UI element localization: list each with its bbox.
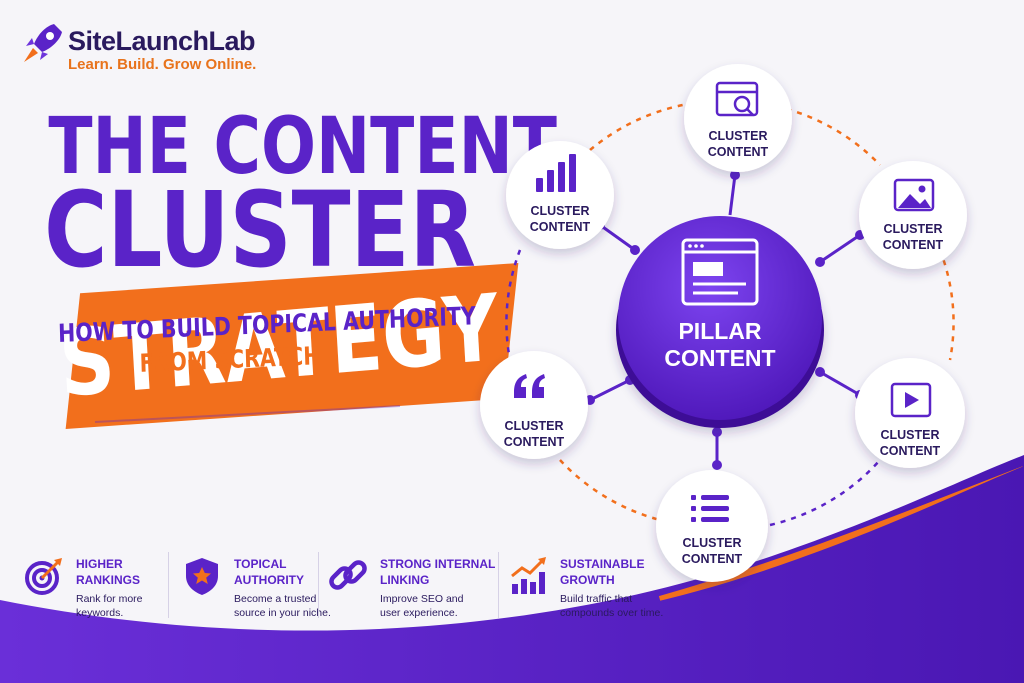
brand-name: SiteLaunchLab [68,26,256,56]
cluster-label-top: CLUSTER CONTENT [683,128,793,160]
connector-left [589,378,631,402]
cluster-label-line: CONTENT [503,435,565,449]
feature-description: Become a trusted source in your niche. [234,592,384,620]
feature-topical-authority: TOPICAL AUTHORITY Become a trusted sourc… [182,550,332,630]
cluster-label-top-left: CLUSTER CONTENT [505,203,615,235]
headline-line-2: CLUSTER [44,169,476,291]
cluster-label-right: CLUSTER CONTENT [855,427,965,459]
cluster-label-line: CLUSTER [504,419,564,433]
feature-title: SUSTAINABLE GROWTH [560,556,710,588]
feature-title-line: AUTHORITY [234,573,304,587]
cluster-label-line: CLUSTER [530,204,590,218]
feature-title-line: STRONG INTERNAL [380,557,496,571]
cluster-label-line: CLUSTER [883,222,943,236]
cluster-circle-bottom [656,470,768,582]
cluster-label-bottom: CLUSTER CONTENT [657,535,767,567]
feature-desc-line: Improve SEO and [380,593,464,605]
feature-title: TOPICAL AUTHORITY [234,556,384,588]
connector-dot [712,460,722,470]
brand-tagline: Learn. Build. Grow Online. [68,56,257,73]
connector-top-right [819,233,861,264]
feature-title-line: LINKING [380,573,430,587]
feature-title: HIGHER RANKINGS [76,556,226,588]
feature-desc-line: source in your niche. [234,607,331,619]
cluster-label-line: CONTENT [681,552,743,566]
feature-desc-line: Become a trusted [234,593,317,605]
connector-dot [630,245,640,255]
feature-desc-line: user experience. [380,607,458,619]
feature-description: Build traffic that compounds over time. [560,592,710,620]
feature-desc-line: Build traffic that [560,593,633,605]
pillar-label-line-2: CONTENT [664,345,776,371]
cluster-label-line: CLUSTER [708,129,768,143]
orbit-arc-bottom-left [559,459,661,522]
webpage-layout-icon [681,238,759,306]
connector-dot [712,427,722,437]
pillar-label: PILLAR CONTENT [640,318,800,372]
list-icon [691,495,729,522]
feature-title: STRONG INTERNAL LINKING [380,556,530,588]
feature-title-line: TOPICAL [234,557,287,571]
orbit-arc-left [505,249,522,361]
feature-strong-internal-linking: STRONG INTERNAL LINKING Improve SEO and … [328,550,498,630]
feature-divider [168,552,169,618]
cluster-label-line: CONTENT [529,220,591,234]
target-arrow-icon [25,558,62,595]
connector-top-left [599,223,636,252]
feature-desc-line: compounds over time. [560,607,664,619]
cluster-circle-top-right [859,161,967,269]
cluster-circle-right [855,358,965,468]
feature-description: Rank for more keywords. [76,592,226,620]
connector-dot [730,170,740,180]
feature-title-line: HIGHER [76,557,123,571]
connector-top [728,174,737,216]
image-icon [893,178,935,212]
browser-search-icon [715,81,759,117]
cluster-circle-top [684,64,792,172]
feature-divider [498,552,499,618]
pillar-circle [618,216,822,420]
orbit-arc-top [589,99,881,166]
feature-description: Improve SEO and user experience. [380,592,530,620]
feature-divider [318,552,319,618]
feature-title-line: RANKINGS [76,573,141,587]
feature-sustainable-growth: SUSTAINABLE GROWTH Build traffic that co… [508,550,678,630]
cluster-label-top-right: CLUSTER CONTENT [858,221,968,253]
cluster-label-left: CLUSTER CONTENT [479,418,589,450]
bar-chart-icon [536,154,576,192]
cluster-circle-left [480,351,588,459]
orbit-arc-bottom-right [769,459,881,527]
video-play-icon [890,382,932,418]
feature-title-line: SUSTAINABLE [560,557,645,571]
connector-dot [815,367,825,377]
feature-desc-line: keywords. [76,607,124,619]
orbit-arc-right [938,249,955,361]
cluster-label-line: CONTENT [879,444,941,458]
cluster-circle-top-left [506,141,614,249]
quote-icon [514,374,545,398]
cluster-label-line: CLUSTER [682,536,742,550]
feature-higher-rankings: HIGHER RANKINGS Rank for more keywords. [24,550,174,630]
connector-dot [815,257,825,267]
growth-chart-icon [511,557,546,594]
cluster-label-line: CONTENT [707,145,769,159]
cluster-label-line: CONTENT [882,238,944,252]
feature-title-line: GROWTH [560,573,615,587]
cluster-label-line: CLUSTER [880,428,940,442]
brand-logo[interactable]: SiteLaunchLab Learn. Build. Grow Online. [18,18,278,74]
connector-right [819,370,861,397]
feature-desc-line: Rank for more [76,593,143,605]
chain-link-icon [329,560,367,590]
rocket-icon [24,24,62,62]
pillar-label-line-1: PILLAR [678,318,762,344]
shield-star-icon [186,558,218,595]
